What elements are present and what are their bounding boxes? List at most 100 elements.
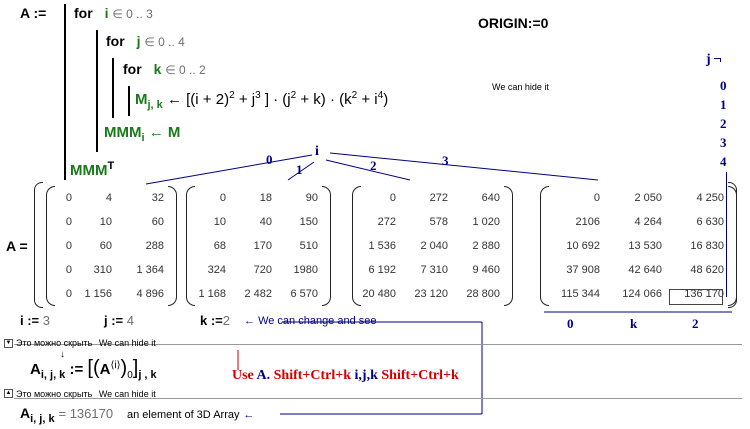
result-lhs: A — [20, 405, 31, 421]
loop-var-j: j — [136, 33, 141, 49]
result-lhs-sub: i, j, k — [30, 412, 55, 425]
i-axis-value-2: 2 — [370, 158, 377, 173]
region1-label: Это можно скрыть We can hide it — [16, 338, 156, 348]
expr-part-3: ] · (j — [264, 91, 291, 108]
region2-collapse-button[interactable]: ▲ — [4, 389, 13, 398]
highlighted-cell-frame — [669, 289, 723, 305]
j-axis-value-1: 1 — [720, 97, 727, 112]
result-value: = 136170 — [58, 406, 114, 421]
k-value[interactable]: 2 — [222, 313, 230, 328]
use-keys-2: Shift+Ctrl+k — [381, 368, 459, 383]
change-note: ← We can change and see — [244, 315, 377, 327]
expr-part-5: + i — [361, 91, 378, 108]
region2-label-text: Это можно скрыть — [16, 389, 93, 399]
i-assignment[interactable]: i := 3 — [20, 313, 50, 328]
j-axis-label: j — [706, 52, 711, 67]
loop-range-i: ∈ 0 .. 3 — [112, 7, 153, 21]
matrix-cell: 4 250 — [696, 192, 724, 204]
k-axis-value-k: k — [630, 316, 638, 331]
def-sub-0: 0 — [127, 370, 133, 381]
i-assign-label: i := — [20, 313, 40, 328]
j-value[interactable]: 4 — [126, 313, 135, 328]
matrix-cell: 10 — [213, 216, 226, 228]
j-assign-label: j := — [104, 313, 124, 328]
region2-note: We can hide it — [98, 389, 156, 399]
matrix-row: 324 720 1980 — [190, 258, 318, 282]
matrix-cell: 23 120 — [414, 288, 448, 300]
mmm-rhs: ← M — [148, 124, 181, 141]
hide-note: We can hide it — [492, 82, 549, 92]
result-note-arrow: ← — [243, 409, 255, 421]
i-pointer-3 — [329, 152, 599, 181]
matrix-cell: 0 — [65, 216, 72, 228]
mmm-assignment[interactable]: MMMi ← M — [104, 124, 180, 144]
loop-var-i: i — [104, 5, 109, 21]
j-axis-value-0: 0 — [720, 78, 727, 93]
def-inner: A — [99, 361, 111, 378]
region1-collapse-button[interactable]: ▼ — [4, 339, 13, 348]
array-definition[interactable]: Ai, j, k := [(A⟨i⟩)0]j , k — [30, 357, 157, 381]
matrix-cell: 6 630 — [696, 216, 724, 228]
matrix-cell: 720 — [253, 264, 272, 276]
for-loop-i[interactable]: for i ∈ 0 .. 3 — [74, 5, 153, 21]
expr-part-6: ) — [383, 91, 389, 108]
result-expression[interactable]: Ai, j, k = 136170 an element of 3D Array… — [20, 405, 254, 425]
use-ijk: i,j,k — [354, 368, 378, 383]
matrix-cell: 324 — [207, 264, 226, 276]
mmm-transpose-result[interactable]: MMMT — [70, 160, 114, 179]
loop-range-k: ∈ 0 .. 2 — [165, 63, 206, 77]
matrix-cell: 640 — [481, 192, 500, 204]
i-value[interactable]: 3 — [42, 313, 51, 328]
matrix-cell: 1 156 — [84, 288, 112, 300]
i-pointer-2 — [325, 159, 411, 181]
for-loop-j[interactable]: for j ∈ 0 .. 4 — [106, 33, 185, 49]
def-sub-outer: j , k — [138, 369, 157, 381]
result-note: an element of 3D Array — [126, 409, 240, 421]
program-assign-label: A := — [20, 5, 47, 21]
loop-var-k: k — [153, 61, 162, 77]
matrix-cell: 1980 — [293, 264, 318, 276]
origin-definition[interactable]: ORIGIN:=0 — [478, 15, 549, 31]
matrix-0-right-paren — [168, 186, 177, 306]
change-note-text: We can change and see — [258, 315, 377, 327]
matrix-cell: 2 482 — [244, 288, 272, 300]
matrix-cell: 0 — [65, 264, 72, 276]
i-pointer-0 — [145, 154, 313, 185]
m-assignment-expression[interactable]: Mj, k ← [(i + 2)2 + j3 ] · (j2 + k) · (k… — [135, 90, 388, 111]
j-assignment[interactable]: j := 4 — [104, 313, 134, 328]
assign-arrow: ← — [166, 91, 182, 108]
j-axis-guide-line — [726, 172, 727, 297]
program-bar-i — [96, 30, 98, 152]
matrix-2-right-paren — [504, 186, 513, 306]
matrix-cell: 0 — [65, 192, 72, 204]
expr-sup-3: 3 — [255, 90, 261, 101]
for-loop-k[interactable]: for k ∈ 0 .. 2 — [123, 61, 206, 77]
matrix-cell: 0 — [593, 192, 600, 204]
a-equals-label: A = — [6, 238, 28, 254]
matrix-cell: 4 896 — [136, 288, 164, 300]
matrix-cell: 10 — [99, 216, 112, 228]
loop-range-j: ∈ 0 .. 4 — [144, 35, 185, 49]
i-axis-label: i — [315, 144, 319, 159]
expr-part-4: + k) · (k — [300, 91, 352, 108]
matrix-cell: 16 830 — [690, 240, 724, 252]
matrix-cell: 6 570 — [290, 288, 318, 300]
matrix-cell: 60 — [99, 240, 112, 252]
matrix-cell: 6 192 — [368, 264, 396, 276]
program-bar-outer — [64, 4, 66, 180]
for-keyword: for — [74, 5, 93, 21]
k-assignment[interactable]: k :=2 — [200, 313, 230, 328]
